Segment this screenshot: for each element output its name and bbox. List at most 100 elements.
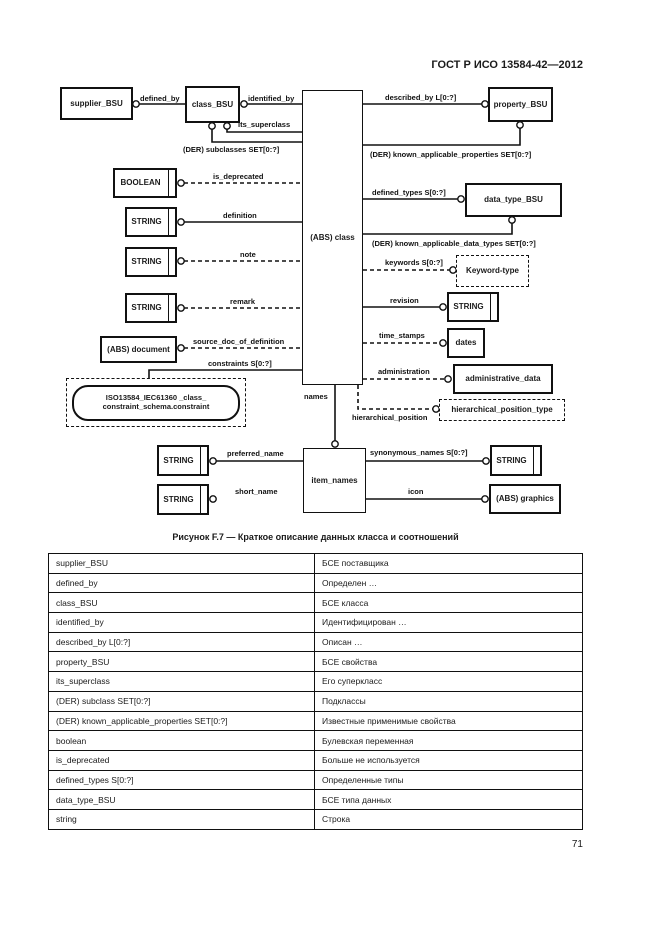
entity-administrative-data: administrative_data <box>453 364 553 394</box>
type-string-remark: STRING <box>125 293 177 323</box>
table-row: defined_types S[0:?]Определенные типы <box>48 769 583 791</box>
term-cell: string <box>48 808 315 830</box>
description-cell: БСЕ класса <box>314 592 583 614</box>
relation-time-stamps: time_stamps <box>379 331 425 340</box>
description-cell: Определен … <box>314 572 583 594</box>
relation-der-known-applicable-data-types: (DER) known_applicable_data_types SET[0:… <box>372 239 536 248</box>
type-box-double-line <box>200 446 201 475</box>
description-cell: БСЕ поставщика <box>314 553 583 574</box>
entity-dates: dates <box>447 328 485 358</box>
relation-hierarchical-position: hierarchical_position <box>352 413 428 422</box>
entity-class-bsu: class_BSU <box>185 86 240 123</box>
entity-abs-class: (ABS) class <box>302 90 363 385</box>
relation-note: note <box>240 250 256 259</box>
term-cell: data_type_BSU <box>48 789 315 810</box>
relation-described-by: described_by L[0:?] <box>385 93 457 102</box>
relation-constraints: constraints S[0:?] <box>208 359 272 368</box>
relation-der-known-applicable-properties: (DER) known_applicable_properties SET[0:… <box>370 150 532 159</box>
relation-defined-types: defined_types S[0:?] <box>372 188 446 197</box>
type-box-double-line <box>168 294 169 322</box>
relation-synonymous-names: synonymous_names S[0:?] <box>370 448 468 457</box>
type-string-short-name: STRING <box>157 484 209 515</box>
figure-caption: Рисунок F.7 — Краткое описание данных кл… <box>172 532 459 542</box>
type-box-double-line <box>533 446 534 475</box>
term-cell: boolean <box>48 730 315 751</box>
relation-names: names <box>304 392 328 401</box>
type-string-revision: STRING <box>447 292 499 322</box>
relation-is-deprecated: is_deprecated <box>213 172 264 181</box>
relation-administration: administration <box>378 367 430 376</box>
description-cell: Описан … <box>314 631 583 653</box>
constraint-schema-ref: ISO13584_IEC61360 _class_ constraint_sch… <box>72 385 240 421</box>
type-box-double-line <box>200 485 201 514</box>
type-keyword-type: Keyword-type <box>456 255 529 287</box>
term-cell: identified_by <box>48 612 315 633</box>
type-string-synonymous: STRING <box>490 445 542 476</box>
term-cell: its_superclass <box>48 671 315 692</box>
description-cell: Идентифицирован … <box>314 612 583 633</box>
page-header: ГОСТ Р ИСО 13584-42—2012 <box>431 59 583 71</box>
page-number: 71 <box>571 839 583 850</box>
entity-item-names: item_names <box>303 448 366 513</box>
relation-keywords: keywords S[0:?] <box>385 258 443 267</box>
relation-short-name: short_name <box>235 487 278 496</box>
description-cell: БСЕ типа данных <box>314 789 583 810</box>
term-cell: defined_by <box>48 572 315 594</box>
description-cell: Определенные типы <box>314 769 583 791</box>
entity-abs-document: (ABS) document <box>100 336 177 363</box>
description-cell: Булевская переменная <box>314 730 583 751</box>
term-cell: (DER) subclass SET[0:?] <box>48 690 315 712</box>
type-boolean: BOOLEAN <box>113 168 177 198</box>
relation-remark: remark <box>230 297 256 306</box>
type-box-double-line <box>168 208 169 236</box>
relation-icon: icon <box>408 487 424 496</box>
term-cell: described_by L[0:?] <box>48 631 315 653</box>
table-row: (DER) known_applicable_properties SET[0:… <box>48 710 583 732</box>
description-cell: Подклассы <box>314 690 583 712</box>
type-box-double-line <box>490 293 491 321</box>
entity-abs-graphics: (ABS) graphics <box>489 484 561 514</box>
table-row: described_by L[0:?]Описан … <box>48 631 583 653</box>
relation-revision: revision <box>390 296 419 305</box>
relation-defined-by: defined_by <box>140 94 180 103</box>
term-cell: defined_types S[0:?] <box>48 769 315 791</box>
entity-property-bsu: property_BSU <box>488 87 553 122</box>
relation-definition: definition <box>223 211 257 220</box>
term-cell: is_deprecated <box>48 749 315 771</box>
description-cell: Строка <box>314 808 583 830</box>
type-box-double-line <box>168 169 169 197</box>
relation-its-superclass: its_superclass <box>238 120 291 129</box>
type-hierarchical-position-type: hierarchical_position_type <box>439 399 565 421</box>
term-cell: (DER) known_applicable_properties SET[0:… <box>48 710 315 732</box>
type-string-definition: STRING <box>125 207 177 237</box>
description-cell: Его суперкласс <box>314 671 583 692</box>
description-cell: Больше не используется <box>314 749 583 771</box>
type-string-preferred-name: STRING <box>157 445 209 476</box>
term-cell: class_BSU <box>48 592 315 614</box>
description-cell: БСЕ свойства <box>314 651 583 673</box>
relation-der-subclasses: (DER) subclasses SET[0:?] <box>183 145 280 154</box>
relation-identified-by: identified_by <box>248 94 295 103</box>
term-cell: property_BSU <box>48 651 315 673</box>
relation-source-doc-of-definition: source_doc_of_definition <box>193 337 285 346</box>
type-string-note: STRING <box>125 247 177 277</box>
relation-preferred-name: preferred_name <box>227 449 284 458</box>
entity-supplier-bsu: supplier_BSU <box>60 87 133 120</box>
entity-data-type-bsu: data_type_BSU <box>465 183 562 217</box>
constraint-ref-outer-box <box>66 378 246 427</box>
type-box-double-line <box>168 248 169 276</box>
table-row: (DER) subclass SET[0:?]Подклассы <box>48 690 583 712</box>
term-cell: supplier_BSU <box>48 553 315 574</box>
